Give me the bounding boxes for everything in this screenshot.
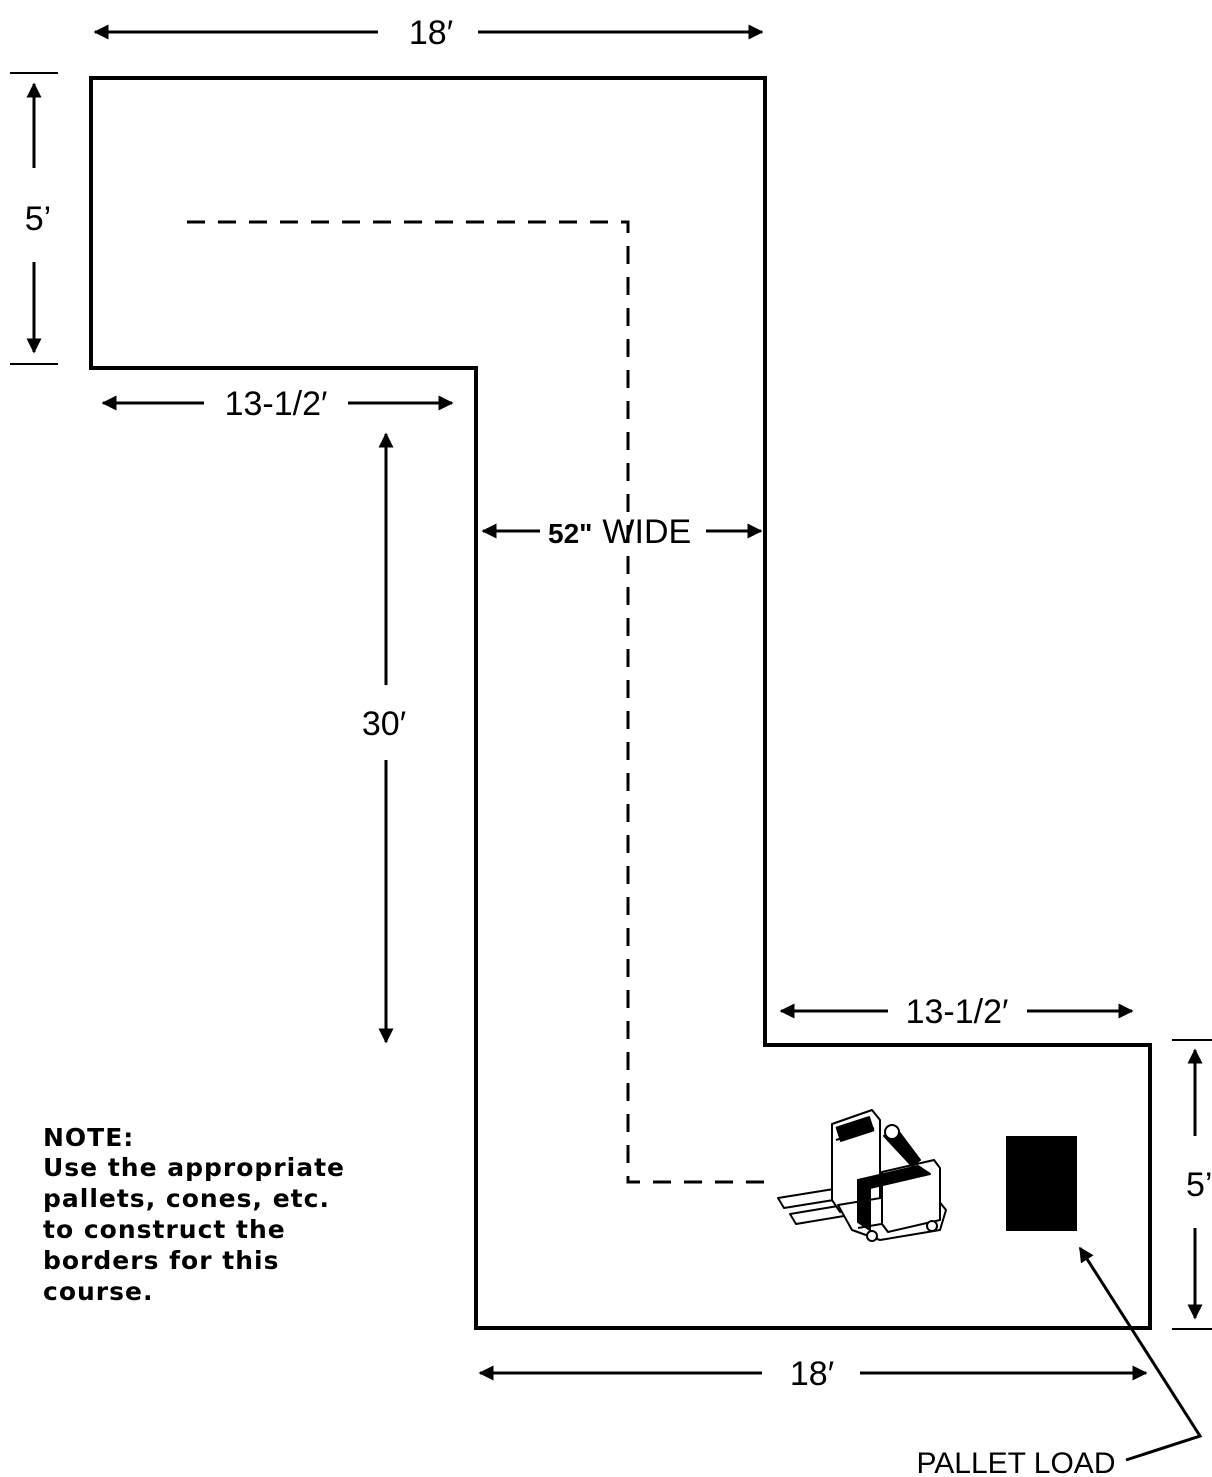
pallet-load-box	[1006, 1136, 1077, 1231]
svg-text:52" WIDE: 52" WIDE	[548, 513, 691, 551]
note-line: borders for this	[43, 1246, 279, 1275]
bottom-right-height-label: 5’	[1186, 1166, 1212, 1204]
bottom-width-label: 18′	[790, 1355, 834, 1393]
lower-inner-width-label: 13-1/2′	[906, 993, 1009, 1031]
pallet-load-callout: PALLET LOAD	[917, 1246, 1203, 1477]
note-line: pallets, cones, etc.	[43, 1184, 330, 1213]
lane-length-dimension: 30′	[362, 432, 406, 1044]
pallet-load-label: PALLET LOAD	[917, 1447, 1116, 1477]
lane-width-word: WIDE	[602, 513, 691, 551]
lower-inner-width-dimension: 13-1/2′	[779, 993, 1134, 1031]
note-line: to construct the	[43, 1215, 286, 1244]
note-heading: NOTE:	[43, 1123, 134, 1152]
bottom-width-dimension: 18′	[478, 1355, 1148, 1393]
top-left-height-dimension: 5’	[10, 72, 58, 365]
note-line: course.	[43, 1277, 153, 1306]
upper-inner-width-dimension: 13-1/2′	[101, 385, 454, 423]
note-block: NOTE: Use the appropriate pallets, cones…	[43, 1123, 345, 1306]
travel-path	[187, 220, 770, 1184]
bottom-right-height-dimension: 5’	[1172, 1039, 1212, 1330]
top-left-height-label: 5’	[25, 200, 51, 238]
lane-width-dimension: 52" WIDE	[481, 513, 763, 551]
lane-width-number: 52"	[548, 518, 592, 549]
lane-length-label: 30′	[362, 705, 406, 743]
top-width-label: 18′	[409, 14, 453, 52]
pallet-jack-icon	[777, 1109, 947, 1242]
note-line: Use the appropriate	[43, 1153, 345, 1182]
top-width-dimension: 18′	[93, 14, 764, 52]
upper-inner-width-label: 13-1/2′	[225, 385, 328, 423]
course-border	[89, 76, 1152, 1330]
